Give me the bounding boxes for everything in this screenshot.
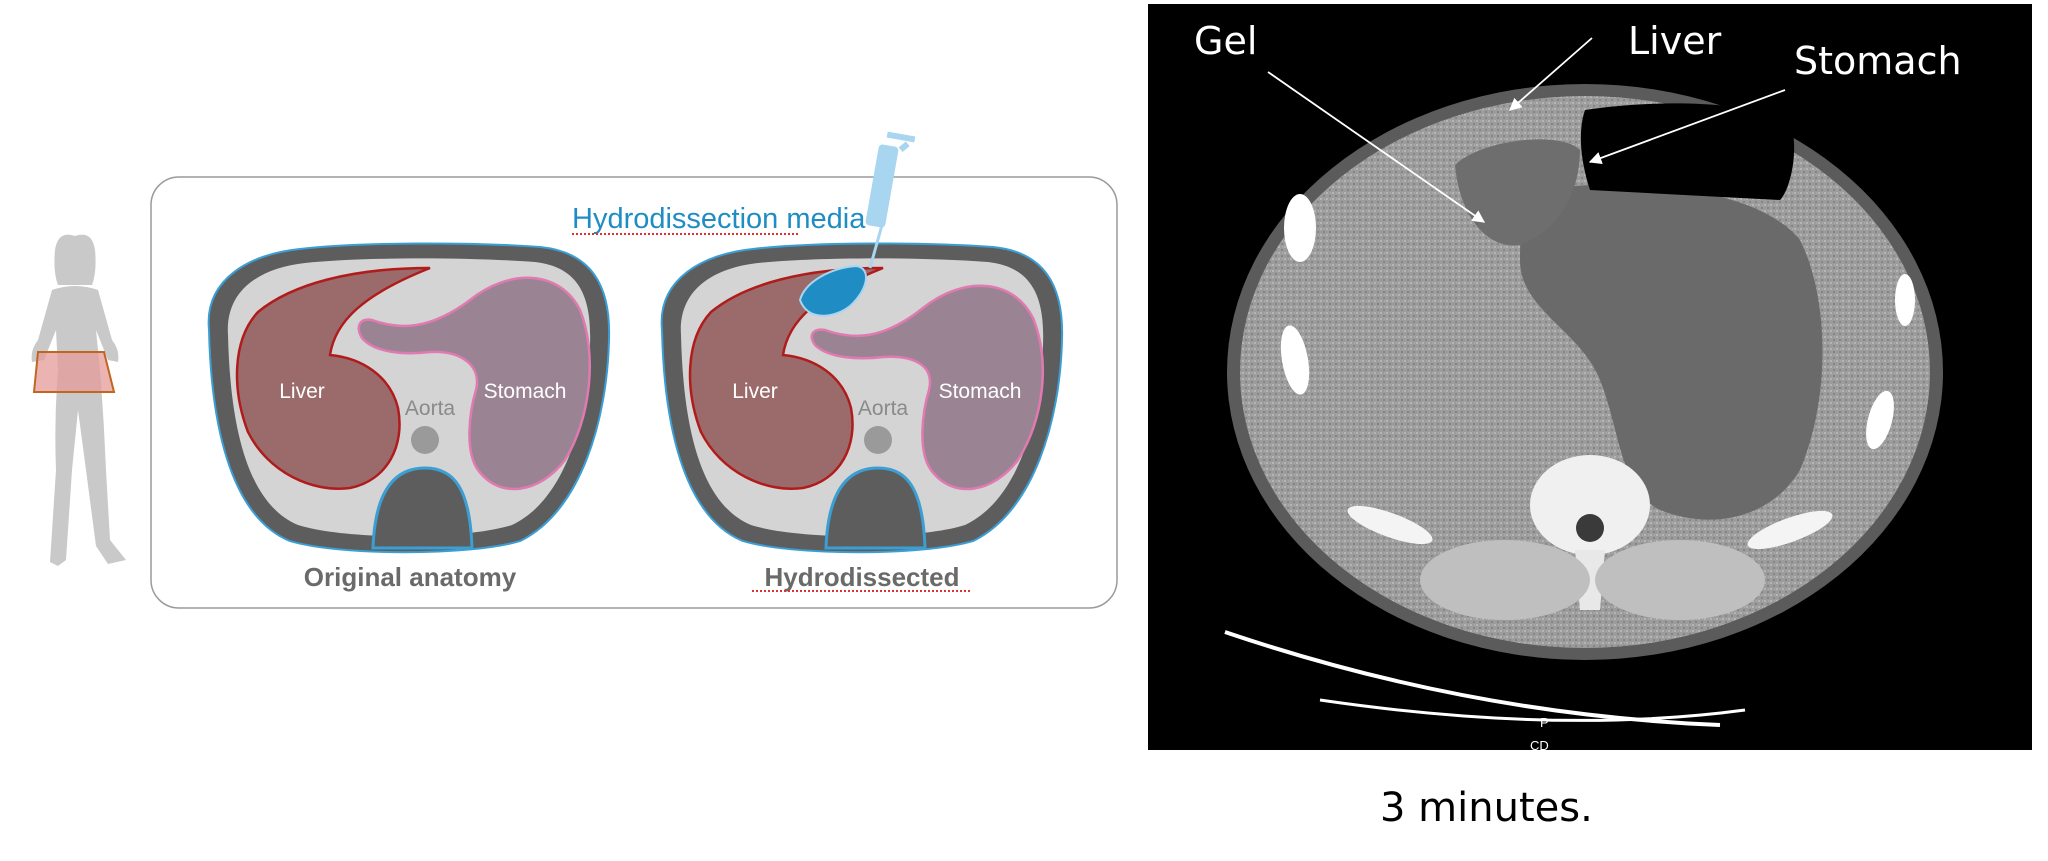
liver-label: Liver: [279, 380, 325, 403]
ct-marker-p: P: [1540, 715, 1549, 730]
ct-marker-cd: CD: [1530, 738, 1549, 753]
aorta-label: Aorta: [858, 397, 909, 420]
original-anatomy-caption: Original anatomy: [304, 562, 517, 592]
hydrodissected-diagram: Liver Aorta Stomach Hydrodissected: [660, 131, 1064, 592]
ct-scan-image: P CD: [1148, 4, 2032, 753]
ct-gel-label: Gel: [1194, 19, 1258, 63]
hydrodissected-caption: Hydrodissected: [764, 562, 959, 592]
liver-label: Liver: [732, 380, 778, 403]
stomach-label: Stomach: [484, 380, 567, 403]
torso-section-marker: [32, 351, 116, 393]
original-anatomy-diagram: Liver Aorta Stomach Original anatomy: [207, 242, 611, 592]
hydrodissection-media-label: Hydrodissection media: [572, 203, 866, 235]
stomach-label: Stomach: [939, 380, 1022, 403]
stomach-arrow: [1588, 89, 1786, 164]
gel-arrow: [1267, 71, 1486, 223]
aorta-label: Aorta: [405, 397, 456, 420]
human-figure-icon: [31, 234, 127, 566]
liver-arrow: [1509, 37, 1593, 111]
syringe-icon: [865, 131, 916, 269]
schematic-panel: [150, 176, 1118, 609]
ct-liver-label: Liver: [1628, 19, 1722, 63]
time-caption: 3 minutes.: [1380, 785, 1593, 831]
ct-stomach-label: Stomach: [1794, 39, 1962, 83]
